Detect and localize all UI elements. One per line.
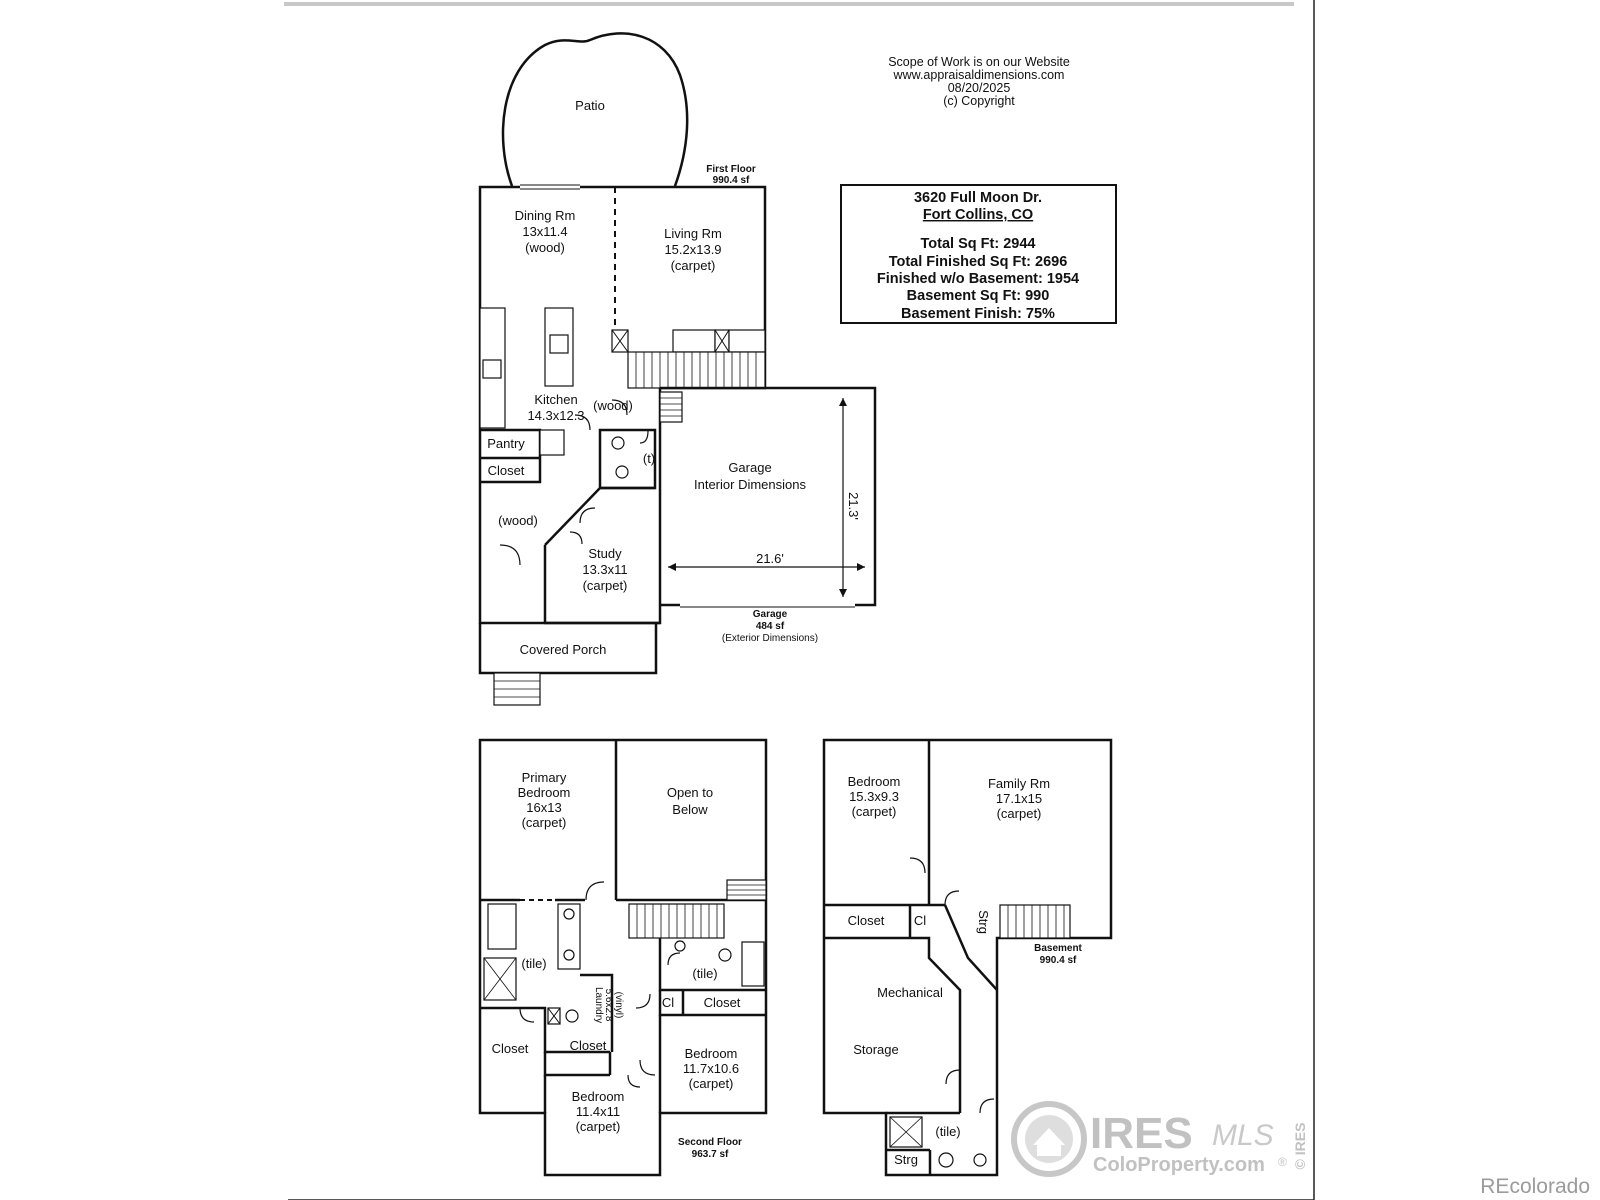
finished-without-basement: Finished w/o Basement: 1954 (877, 271, 1079, 287)
dining-size: 13x11.4 (522, 224, 567, 239)
bsmt-bed-size: 15.3x9.3 (849, 789, 899, 804)
scope-note: Scope of Work is on our Website www.appr… (888, 55, 1070, 108)
bsmt-closet-label: Closet (848, 913, 885, 928)
bsmt-bed-floor: (carpet) (852, 804, 897, 819)
address-line-1: 3620 Full Moon Dr. (914, 190, 1042, 206)
ires-text: IRES (1090, 1109, 1193, 1158)
kitchen-size: 14.3x12.3 (527, 408, 584, 423)
second-floor-walls (478, 738, 768, 1177)
primary-floor: (carpet) (522, 815, 567, 830)
primary-label-2: Bedroom (518, 785, 571, 800)
bed2-floor: (carpet) (689, 1076, 734, 1091)
closet-a: Closet (704, 995, 741, 1010)
basement-finish: Basement Finish: 75% (901, 306, 1055, 322)
bed2-label: Bedroom (685, 1046, 738, 1061)
scope-line-1: Scope of Work is on our Website (888, 55, 1070, 69)
garage-label: Garage (728, 460, 771, 475)
open-label-1: Open to (667, 785, 713, 800)
cl-label: Cl (662, 995, 674, 1010)
living-floor: (carpet) (671, 258, 716, 273)
summary-box: 3620 Full Moon Dr. Fort Collins, CO Tota… (840, 184, 1117, 324)
study-label: Study (588, 546, 622, 561)
bed3-size: 11.4x11 (576, 1104, 620, 1119)
basement-caption: Basement (1034, 943, 1082, 954)
porch-label: Covered Porch (520, 642, 607, 657)
open-label-2: Below (672, 802, 708, 817)
scope-line-2: www.appraisaldimensions.com (893, 68, 1065, 82)
study-floor: (carpet) (583, 578, 628, 593)
patio-label: Patio (575, 98, 605, 113)
kitchen-label: Kitchen (534, 392, 577, 407)
living-size: 15.2x13.9 (664, 242, 721, 257)
bsmt-cl-label: Cl (914, 913, 926, 928)
family-floor: (carpet) (997, 806, 1042, 821)
hall-floor: (wood) (498, 513, 538, 528)
scope-line-4: (c) Copyright (943, 94, 1015, 108)
address-line-2: Fort Collins, CO (923, 207, 1033, 223)
garage-area-note: (Exterior Dimensions) (722, 633, 818, 644)
second-floor-caption: Second Floor (678, 1137, 742, 1148)
registered-mark: ® (1278, 1155, 1287, 1169)
basement-area: 990.4 sf (1040, 955, 1077, 966)
dining-floor: (wood) (525, 240, 565, 255)
closet-c: Closet (570, 1038, 607, 1053)
recolorado-mark: REcolorado (1480, 1175, 1590, 1198)
closet-label: Closet (488, 463, 525, 478)
garage-width: 21.6' (756, 551, 784, 566)
basement-walls (822, 738, 1113, 1177)
patio-outline (501, 32, 689, 187)
half-bath-floor: (t) (643, 451, 655, 466)
storage-label: Storage (853, 1042, 899, 1057)
first-floor-area: 990.4 sf (713, 175, 750, 186)
study-size: 13.3x11 (582, 562, 627, 577)
laundry-label: Laundry (593, 987, 604, 1023)
primary-label-1: Primary (522, 770, 567, 785)
dining-label: Dining Rm (515, 208, 576, 223)
primary-size: 16x13 (526, 800, 561, 815)
garage-sub: Interior Dimensions (694, 477, 806, 492)
second-floor-area: 963.7 sf (692, 1149, 729, 1160)
mls-text: MLS (1212, 1119, 1274, 1152)
first-floor-caption: First Floor (706, 164, 756, 175)
kitchen-floor: (wood) (593, 398, 633, 413)
scope-line-3: 08/20/2025 (948, 81, 1011, 95)
bsmt-strg-vertical: Strg (976, 910, 991, 934)
garage-depth: 21.3' (846, 492, 861, 520)
first-floor-plan: Patio (478, 32, 877, 706)
site-text: ColoProperty.com (1093, 1154, 1265, 1176)
family-size: 17.1x15 (996, 791, 1042, 806)
bed3-label: Bedroom (572, 1089, 625, 1104)
bsmt-strg-label: Strg (894, 1152, 918, 1167)
total-finished-sqft: Total Finished Sq Ft: 2696 (889, 254, 1068, 270)
laundry-floor: (vinyl) (613, 992, 624, 1019)
mechanical-label: Mechanical (877, 985, 943, 1000)
garage-area: 484 sf (756, 621, 785, 632)
bed2-size: 11.7x10.6 (683, 1061, 739, 1076)
basement-sqft: Basement Sq Ft: 990 (907, 288, 1050, 304)
closet-b: Closet (492, 1041, 529, 1056)
laundry-size: 5.6x2.8 (603, 989, 614, 1022)
basement-plan: Bedroom 15.3x9.3 (carpet) Family Rm 17.1… (822, 738, 1113, 1177)
total-sqft: Total Sq Ft: 2944 (921, 236, 1036, 252)
primary-bath-floor: (tile) (521, 956, 546, 971)
living-label: Living Rm (664, 226, 722, 241)
hall-bath-floor: (tile) (692, 966, 717, 981)
garage-caption: Garage (753, 609, 788, 620)
bsmt-bed-label: Bedroom (848, 774, 901, 789)
bed3-floor: (carpet) (576, 1119, 621, 1134)
side-copyright: © IRES (1292, 1123, 1308, 1170)
pantry-label: Pantry (487, 436, 525, 451)
second-floor-plan: Primary Bedroom 16x13 (carpet) Open to B… (478, 738, 768, 1177)
ires-watermark: IRES MLS ColoProperty.com ® © IRES (1011, 1101, 1308, 1177)
bsmt-bath-floor: (tile) (935, 1124, 960, 1139)
family-label: Family Rm (988, 776, 1050, 791)
